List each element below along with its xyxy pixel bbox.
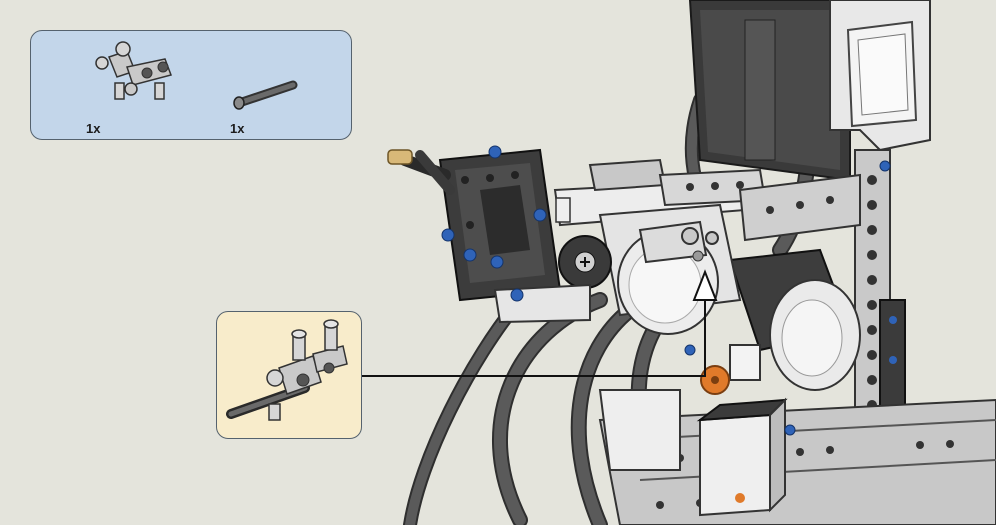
parts-list-panel: 1x 1x (30, 30, 352, 140)
sub-assembly-callout (216, 311, 362, 439)
white-frame (829, 0, 931, 152)
medium-motor-right (728, 248, 861, 391)
part-item-axle (229, 79, 299, 111)
part-quantity: 1x (86, 121, 101, 136)
gripper-assembly (387, 145, 891, 436)
arrow-up-icon (692, 269, 718, 301)
technic-axle-icon (233, 80, 298, 110)
technic-pin-connector-hub-icon (95, 41, 172, 100)
orange-gear (700, 365, 730, 395)
part-item-connector (87, 37, 177, 113)
assembled-connector-with-axle-icon (226, 319, 348, 421)
part-quantity: 1x (230, 121, 245, 136)
sensor-module (696, 344, 788, 517)
